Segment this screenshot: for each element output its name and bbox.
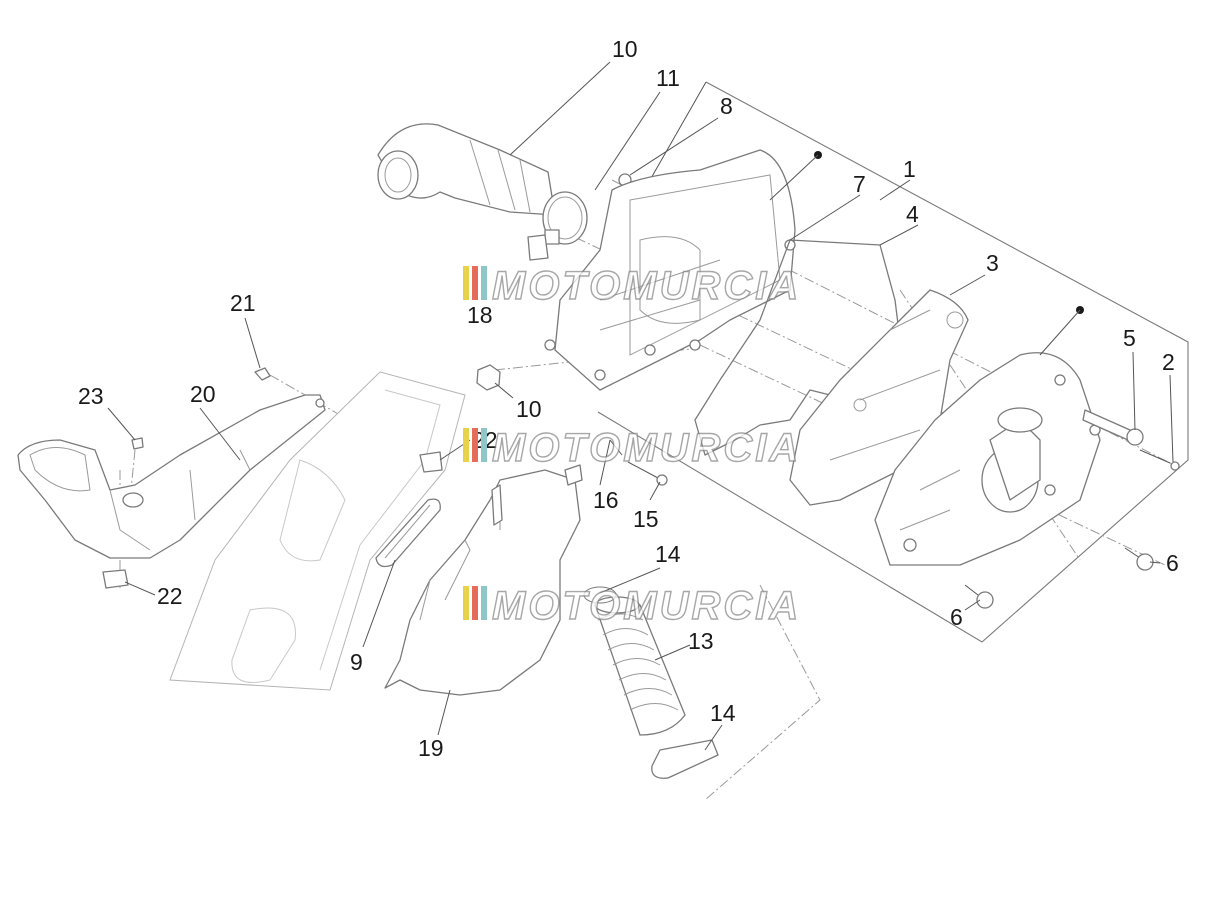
intake-duct-part-11 bbox=[377, 123, 556, 216]
watermark-stripe bbox=[463, 428, 469, 462]
clip-part-18 bbox=[527, 234, 549, 261]
watermark-stripe bbox=[481, 428, 487, 462]
watermark-stripe bbox=[472, 266, 478, 300]
callout-5: 5 bbox=[1123, 325, 1136, 351]
seal-part-9 bbox=[375, 498, 441, 568]
callout-19: 19 bbox=[418, 735, 444, 761]
callout-9: 9 bbox=[350, 649, 363, 675]
callout-14-top: 14 bbox=[655, 541, 681, 567]
clamp-part-14b bbox=[651, 739, 719, 779]
watermark-stripe bbox=[463, 266, 469, 300]
callout-22-left: 22 bbox=[157, 583, 183, 609]
screw-part-23 bbox=[131, 437, 144, 450]
callout-leaders bbox=[107, 61, 1174, 751]
watermark-stripe bbox=[463, 586, 469, 620]
watermark-bottom: MOTOMURCIA bbox=[463, 583, 801, 629]
callout-6-right: 6 bbox=[1166, 550, 1179, 576]
callout-4: 4 bbox=[906, 201, 919, 227]
callout-2: 2 bbox=[1162, 349, 1175, 375]
callout-15: 15 bbox=[633, 506, 659, 532]
callout-16: 16 bbox=[593, 487, 619, 513]
clip-part-22-center bbox=[419, 451, 443, 473]
watermark-text: MOTOMURCIA bbox=[492, 584, 801, 628]
watermark-text: MOTOMURCIA bbox=[492, 426, 801, 470]
nut-part-10 bbox=[476, 364, 501, 391]
screw-part-5 bbox=[1082, 409, 1144, 446]
filter-element-part-3 bbox=[789, 289, 969, 506]
clip-part-22-left bbox=[102, 569, 129, 589]
callout-10: 10 bbox=[516, 396, 542, 422]
watermark-text: MOTOMURCIA bbox=[492, 264, 801, 308]
callout-labels: 10 11 8 1 7 4 3 5 2 6 6 18 10 16 15 14 1… bbox=[78, 36, 1179, 761]
air-box-part-19 bbox=[384, 464, 583, 696]
intake-snorkel-part-20 bbox=[17, 394, 326, 559]
callout-1: 1 bbox=[903, 156, 916, 182]
screw-part-2 bbox=[1139, 449, 1180, 471]
bellows-hose-part-13 bbox=[594, 596, 686, 736]
callout-20: 20 bbox=[190, 381, 216, 407]
watermark-stripe bbox=[481, 266, 487, 300]
filter-housing bbox=[544, 149, 822, 391]
watermark-stripe bbox=[481, 586, 487, 620]
callout-23: 23 bbox=[78, 383, 104, 409]
filter-cover bbox=[874, 306, 1101, 566]
callout-3: 3 bbox=[986, 250, 999, 276]
screw-part-6a bbox=[1124, 547, 1154, 571]
watermark-stripe bbox=[472, 586, 478, 620]
assembly-frame bbox=[597, 81, 1189, 643]
watermark-top: MOTOMURCIA bbox=[463, 263, 801, 309]
screw-part-6b bbox=[964, 584, 994, 609]
watermark-stripe bbox=[472, 428, 478, 462]
callout-14-bottom: 14 bbox=[710, 700, 736, 726]
callout-18: 18 bbox=[467, 302, 493, 328]
watermark-middle: MOTOMURCIA bbox=[463, 425, 801, 471]
hose-clamp-part-12 bbox=[542, 191, 588, 245]
callout-12: 11 bbox=[656, 65, 680, 91]
callout-11: 10 bbox=[612, 36, 638, 62]
callout-21: 21 bbox=[230, 290, 256, 316]
callout-13: 13 bbox=[688, 628, 714, 654]
callout-6-bottom: 6 bbox=[950, 604, 963, 630]
callout-8: 8 bbox=[720, 93, 733, 119]
screw-part-16 bbox=[609, 439, 623, 456]
screw-part-21 bbox=[254, 367, 271, 381]
clamp-part-14a bbox=[583, 586, 617, 604]
callout-7: 7 bbox=[853, 171, 866, 197]
